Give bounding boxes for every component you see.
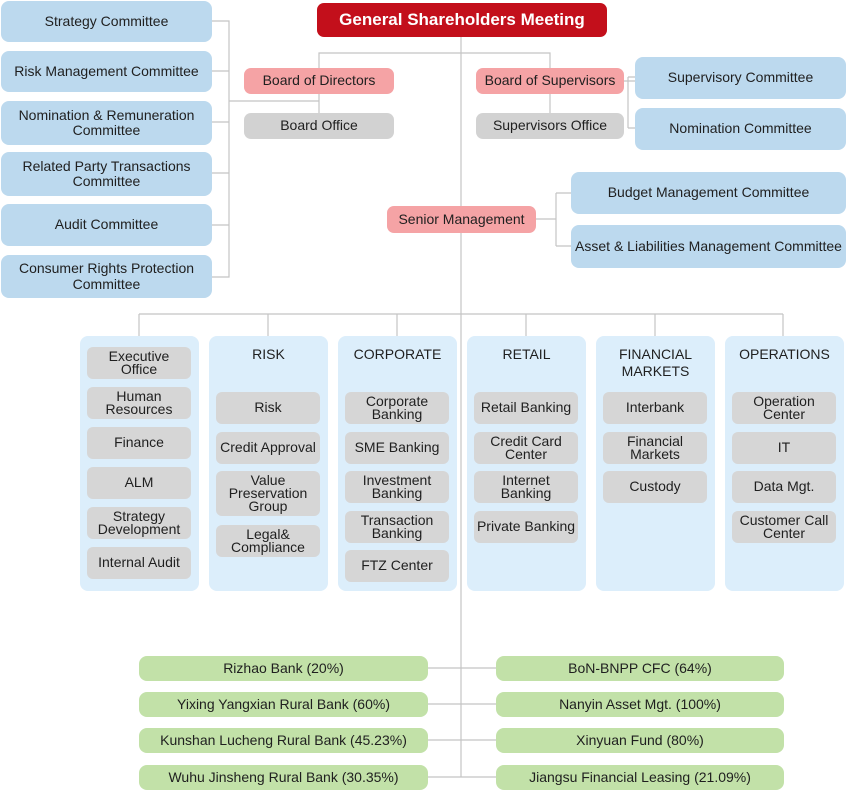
dept-item-sme-banking: SME Banking	[345, 432, 449, 464]
department-title: FINANCIAL MARKETS	[618, 346, 693, 379]
dept-item-internal-audit: Internal Audit	[87, 547, 191, 579]
dept-item-corporate-banking: Corporate Banking	[345, 392, 449, 424]
department-title: RISK	[252, 346, 285, 362]
dept-item-private-banking: Private Banking	[474, 511, 578, 543]
dept-item-credit-card-center: Credit Card Center	[474, 432, 578, 464]
board-branch-line	[318, 52, 461, 126]
dept-item-strategy-development: Strategy Development	[87, 507, 191, 539]
supervisor-committees-line	[622, 76, 635, 129]
dept-item-credit-approval: Credit Approval	[216, 432, 320, 464]
board-of-directors: Board of Directors	[244, 68, 394, 94]
dept-item-operation-center: Operation Center	[732, 392, 836, 424]
subsidiaries-line	[428, 667, 496, 778]
board-office: Board Office	[244, 113, 394, 139]
dept-item-value-preservation-group: Value Preservation Group	[216, 471, 320, 516]
dept-item-interbank: Interbank	[603, 392, 707, 424]
subsidiary-jiangsu-financial-leasing: Jiangsu Financial Leasing (21.09%)	[496, 765, 784, 790]
dept-item-custody: Custody	[603, 471, 707, 503]
board-committees-line	[212, 20, 319, 278]
department-panel-retail: RETAIL Retail Banking Credit Card Center…	[467, 336, 586, 591]
subsidiary-wuhu-jinsheng: Wuhu Jinsheng Rural Bank (30.35%)	[139, 765, 428, 790]
nomination-committee: Nomination Committee	[635, 108, 846, 150]
dept-item-legal-compliance: Legal& Compliance	[216, 525, 320, 557]
supervisors-branch-line	[461, 52, 551, 126]
dept-item-customer-call-center: Customer Call Center	[732, 511, 836, 543]
general-shareholders-meeting: General Shareholders Meeting	[317, 3, 607, 37]
subsidiary-kunshan-lucheng: Kunshan Lucheng Rural Bank (45.23%)	[139, 728, 428, 753]
senior-committees-line	[536, 192, 571, 247]
subsidiary-yixing-yangxian: Yixing Yangxian Rural Bank (60%)	[139, 692, 428, 717]
department-title: OPERATIONS	[739, 346, 830, 362]
dept-item-retail-banking: Retail Banking	[474, 392, 578, 424]
dept-item-it: IT	[732, 432, 836, 464]
dept-item-transaction-banking: Transaction Banking	[345, 511, 449, 543]
dept-item-ftz-center: FTZ Center	[345, 550, 449, 582]
dept-item-risk: Risk	[216, 392, 320, 424]
dept-item-data-mgt: Data Mgt.	[732, 471, 836, 503]
department-panel-corporate: CORPORATE Corporate Banking SME Banking …	[338, 336, 457, 591]
risk-management-committee: Risk Management Committee	[1, 51, 212, 92]
board-of-supervisors: Board of Supervisors	[476, 68, 624, 94]
departments-line	[138, 313, 784, 336]
dept-item-investment-banking: Investment Banking	[345, 471, 449, 503]
budget-management-committee: Budget Management Committee	[571, 172, 846, 214]
dept-item-executive-office: Executive Office	[87, 347, 191, 379]
dept-item-internet-banking: Internet Banking	[474, 471, 578, 503]
subsidiary-bon-bnpp: BoN-BNPP CFC (64%)	[496, 656, 784, 681]
department-panel-financial-markets: FINANCIAL MARKETS Interbank Financial Ma…	[596, 336, 715, 591]
asset-liabilities-management-committee: Asset & Liabilities Management Committee	[571, 225, 846, 268]
subsidiary-nanyin-asset: Nanyin Asset Mgt. (100%)	[496, 692, 784, 717]
department-panel-operations: OPERATIONS Operation Center IT Data Mgt.…	[725, 336, 844, 591]
nomination-remuneration-committee: Nomination & Remuneration Committee	[1, 101, 212, 145]
strategy-committee: Strategy Committee	[1, 1, 212, 42]
consumer-rights-protection-committee: Consumer Rights Protection Committee	[1, 255, 212, 298]
department-title: CORPORATE	[353, 346, 442, 362]
senior-management: Senior Management	[387, 206, 536, 233]
subsidiary-rizhao-bank: Rizhao Bank (20%)	[139, 656, 428, 681]
dept-item-finance: Finance	[87, 427, 191, 459]
dept-item-financial-markets: Financial Markets	[603, 432, 707, 464]
department-title: RETAIL	[502, 346, 551, 362]
supervisors-office: Supervisors Office	[476, 113, 624, 139]
dept-item-alm: ALM	[87, 467, 191, 499]
supervisory-committee: Supervisory Committee	[635, 57, 846, 99]
subsidiary-xinyuan-fund: Xinyuan Fund (80%)	[496, 728, 784, 753]
audit-committee: Audit Committee	[1, 204, 212, 246]
department-panel-risk: RISK Risk Credit Approval Value Preserva…	[209, 336, 328, 591]
related-party-transactions-committee: Related Party Transactions Committee	[1, 152, 212, 196]
dept-item-human-resources: Human Resources	[87, 387, 191, 419]
department-panel-executive: Executive Office Human Resources Finance…	[80, 336, 199, 591]
